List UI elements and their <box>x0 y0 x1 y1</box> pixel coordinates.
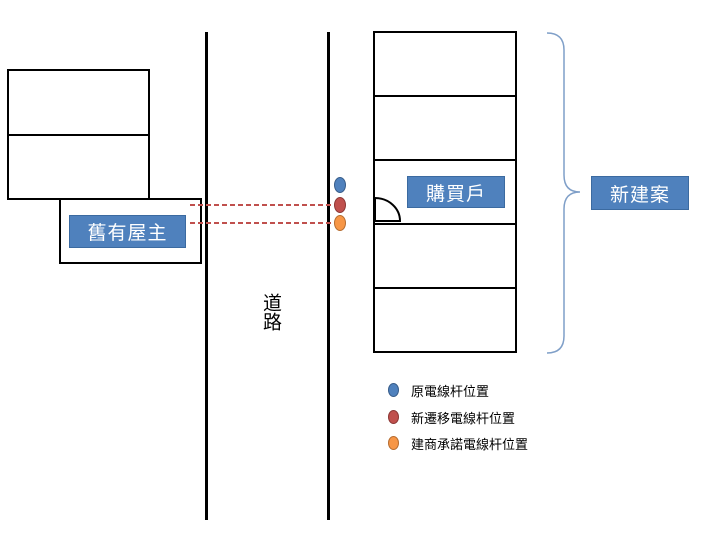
legend-text: 原電線杆位置 <box>411 384 490 400</box>
orange-dot-icon <box>388 436 399 450</box>
old-house-middle <box>7 134 150 200</box>
original-pole-marker <box>334 177 346 193</box>
road-left-edge <box>205 32 208 520</box>
building-unit-4 <box>373 223 517 289</box>
new-project-label: 新建案 <box>591 176 689 210</box>
door-arc <box>374 196 402 222</box>
road-label: 道路 <box>260 293 282 331</box>
old-house-upper <box>7 69 150 136</box>
legend-item-new: 新遷移電線杆位置 <box>388 407 515 427</box>
old-owner-label: 舊有屋主 <box>69 215 186 248</box>
buyer-label: 購買戶 <box>407 176 505 208</box>
red-dot-icon <box>388 410 399 424</box>
legend-item-promised: 建商承諾電線杆位置 <box>388 433 528 453</box>
road-right-edge <box>327 32 330 520</box>
building-unit-1 <box>373 31 517 97</box>
legend-text: 建商承諾電線杆位置 <box>411 437 529 453</box>
new-project-brace <box>546 32 581 354</box>
promised-pole-marker <box>334 215 346 231</box>
new-pole-marker <box>334 197 346 213</box>
legend-item-original: 原電線杆位置 <box>388 380 489 400</box>
legend-text: 新遷移電線杆位置 <box>411 411 516 427</box>
blue-dot-icon <box>388 383 399 397</box>
building-unit-5 <box>373 287 517 353</box>
